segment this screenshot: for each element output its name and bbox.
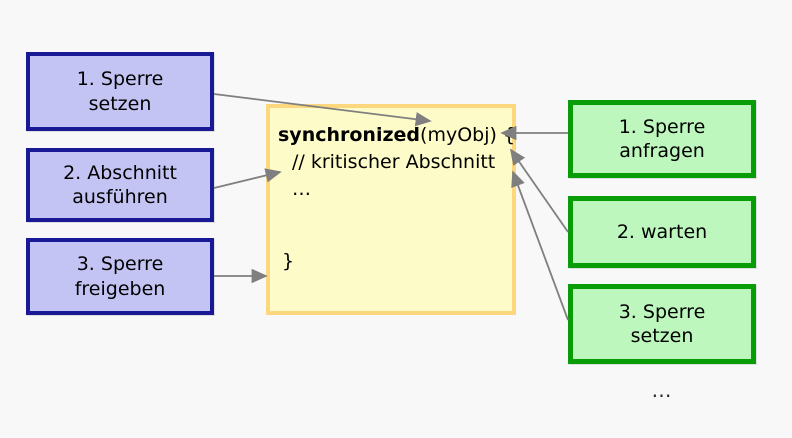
jvm-box-wait[interactable]: 2. warten — [568, 196, 756, 268]
step-box-lock-set-line1: 1. Sperre — [76, 68, 164, 91]
jvm-box-set-lock-line1: 3. Sperre — [618, 300, 706, 323]
step-box-execute-section[interactable]: 2. Abschnitt ausführen — [26, 148, 214, 222]
arrow-set-lock-to-code — [511, 170, 569, 321]
code-block: synchronized(myObj) { // kritischer Absc… — [266, 104, 516, 315]
code-signature: (myObj) { — [420, 124, 516, 146]
jvm-box-set-lock[interactable]: 3. Sperre setzen — [568, 284, 756, 364]
jvm-box-set-lock-line2: setzen — [630, 325, 694, 347]
jvm-column-ellipsis: … — [651, 378, 673, 402]
jvm-box-request-lock-line2: anfragen — [619, 140, 705, 162]
step-box-lock-set[interactable]: 1. Sperre setzen — [26, 52, 214, 131]
step-box-lock-set-line2: setzen — [88, 92, 152, 115]
code-line-ellipsis: … — [292, 177, 311, 200]
jvm-box-request-lock-line1: 1. Sperre — [618, 115, 706, 138]
step-box-lock-release[interactable]: 3. Sperre freigeben — [26, 238, 214, 315]
step-box-lock-release-line1: 3. Sperre — [76, 253, 164, 276]
jvm-box-wait-line1: 2. warten — [616, 220, 708, 243]
arrow-wait-to-code — [509, 148, 569, 233]
step-box-lock-release-line2: freigeben — [74, 277, 166, 300]
code-keyword-synchronized: synchronized — [278, 124, 421, 146]
step-box-execute-section-line1: 2. Abschnitt — [63, 161, 177, 184]
jvm-box-request-lock[interactable]: 1. Sperre anfragen — [568, 100, 756, 178]
code-line-closing-brace: } — [282, 250, 295, 273]
code-line-synchronized: synchronized(myObj) { — [278, 122, 516, 149]
step-box-execute-section-line2: ausführen — [72, 186, 168, 208]
code-line-comment: // kritischer Abschnitt — [292, 150, 496, 173]
